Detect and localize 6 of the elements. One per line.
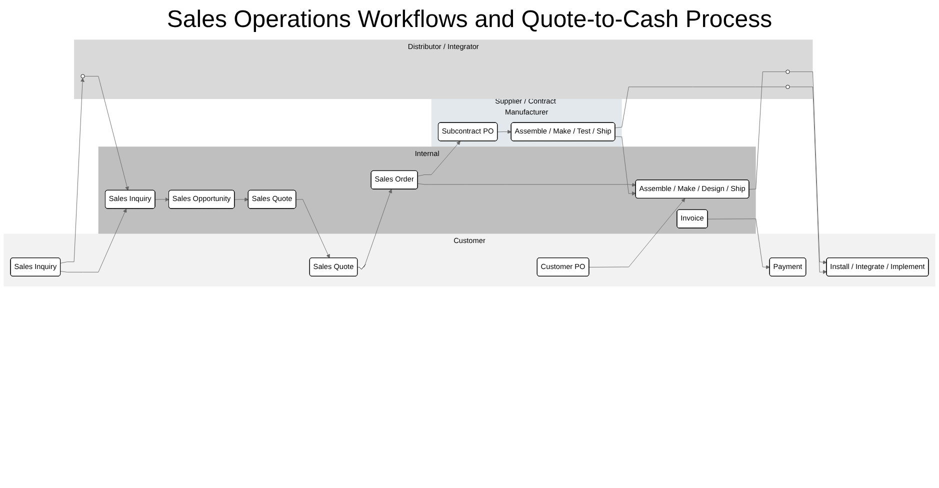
diagram-title: Sales Operations Workflows and Quote-to-Cash Process [166, 6, 774, 34]
node-circle [786, 84, 790, 89]
connector [614, 86, 786, 128]
connector [748, 72, 786, 190]
node-circle [786, 70, 790, 74]
node-circle [80, 74, 85, 78]
